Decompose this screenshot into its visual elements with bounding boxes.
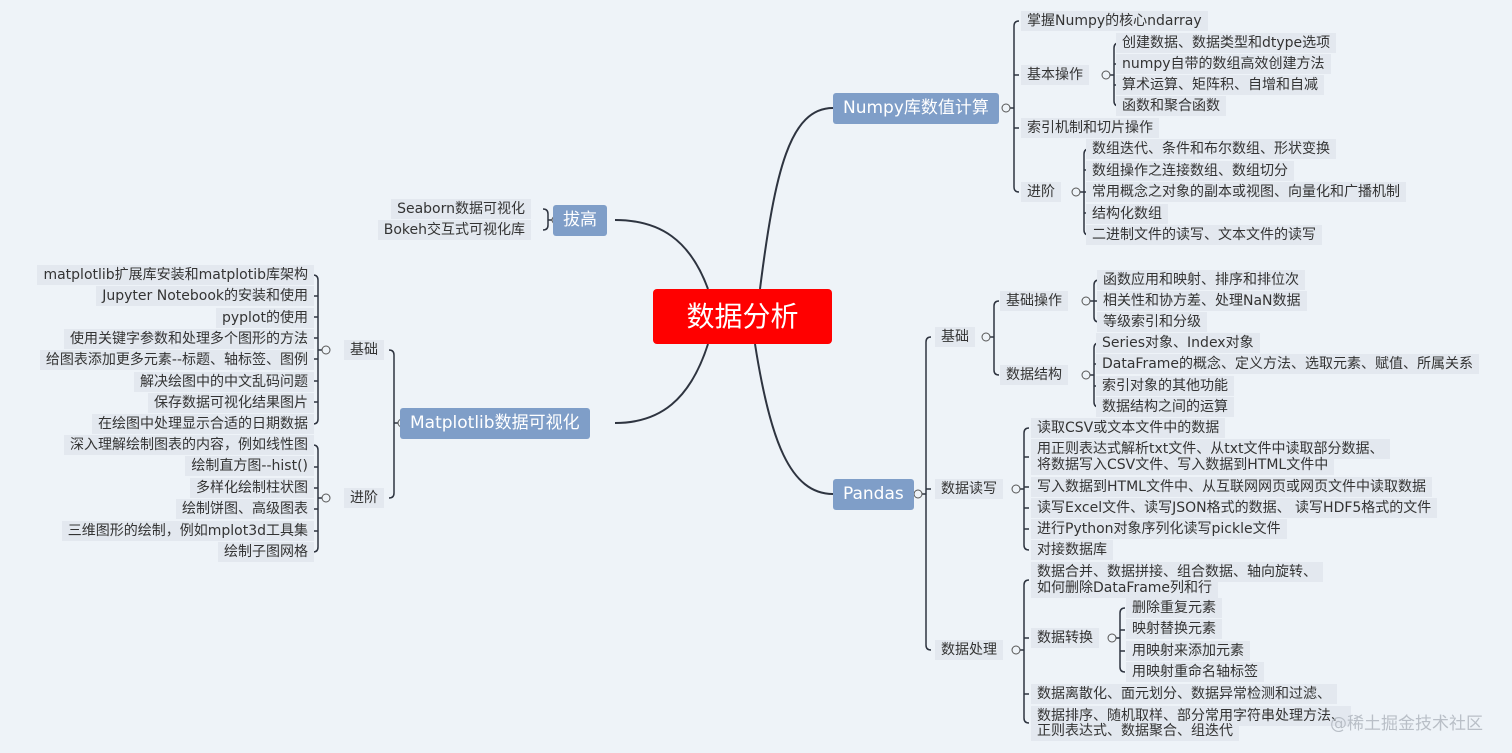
collapse-toggle-icon[interactable] bbox=[1101, 70, 1111, 80]
leaf-item[interactable]: 对接数据库 bbox=[1031, 540, 1113, 560]
node-ndarray-core[interactable]: 掌握Numpy的核心ndarray bbox=[1021, 11, 1208, 31]
branch-matplotlib[interactable]: Matplotlib数据可视化 bbox=[400, 408, 590, 439]
bracket bbox=[1119, 607, 1126, 673]
leaf-item[interactable]: 深入理解绘制图表的内容，例如线性图 bbox=[64, 435, 314, 455]
bracket bbox=[925, 336, 932, 651]
node-pandas-processing[interactable]: 数据处理 bbox=[935, 640, 1003, 660]
node-mpl-advanced[interactable]: 进阶 bbox=[344, 488, 384, 508]
collapse-toggle-icon[interactable] bbox=[1011, 484, 1021, 494]
leaf-item[interactable]: 如何删除DataFrame列和行 bbox=[1031, 578, 1219, 598]
leaf-item[interactable]: 读写Excel文件、读写JSON格式的数据、 读写HDF5格式的文件 bbox=[1031, 498, 1438, 518]
leaf-item[interactable]: 函数和聚合函数 bbox=[1116, 96, 1226, 116]
leaf-item[interactable]: matplotlib扩展库安装和matplotib库架构 bbox=[37, 265, 314, 285]
collapse-toggle-icon[interactable] bbox=[1081, 296, 1091, 306]
leaf-item[interactable]: 二进制文件的读写、文本文件的读写 bbox=[1086, 225, 1322, 245]
curve-to-numpy bbox=[759, 107, 834, 290]
node-pandas-basic-ops[interactable]: 基础操作 bbox=[1000, 291, 1068, 311]
branch-pandas[interactable]: Pandas bbox=[833, 479, 914, 510]
branch-numpy[interactable]: Numpy库数值计算 bbox=[833, 93, 999, 124]
node-numpy-basic[interactable]: 基本操作 bbox=[1021, 65, 1089, 85]
leaf-item[interactable]: 函数应用和映射、排序和排位次 bbox=[1097, 270, 1305, 290]
leaf-item[interactable]: 数据结构之间的运算 bbox=[1096, 396, 1234, 417]
leaf-item[interactable]: pyplot的使用 bbox=[215, 307, 314, 328]
leaf-item[interactable]: 数据离散化、面元划分、数据异常检测和过滤、 bbox=[1031, 684, 1337, 704]
node-pandas-basics[interactable]: 基础 bbox=[935, 327, 975, 347]
curve-to-advanced-viz bbox=[614, 219, 709, 290]
leaf-item[interactable]: 写入数据到HTML文件中、从互联网网页或网页文件中读取数据 bbox=[1031, 477, 1432, 497]
leaf-item[interactable]: 数据合并、数据拼接、组合数据、轴向旋转、 bbox=[1031, 562, 1323, 582]
bracket bbox=[1023, 427, 1030, 551]
branch-advanced-viz[interactable]: 拔高 bbox=[553, 205, 607, 236]
leaf-item[interactable]: 将数据写入CSV文件、写入数据到HTML文件中 bbox=[1031, 455, 1335, 475]
leaf-item[interactable]: 三维图形的绘制，例如mplot3d工具集 bbox=[61, 520, 314, 541]
leaf-item[interactable]: 常用概念之对象的副本或视图、向量化和广播机制 bbox=[1086, 182, 1406, 202]
collapse-toggle-icon[interactable] bbox=[1081, 370, 1091, 380]
collapse-toggle-icon[interactable] bbox=[1107, 633, 1117, 643]
leaf-item[interactable]: 创建数据、数据类型和dtype选项 bbox=[1116, 33, 1337, 53]
collapse-toggle-icon[interactable] bbox=[1001, 103, 1011, 113]
node-numpy-index[interactable]: 索引机制和切片操作 bbox=[1021, 118, 1159, 138]
collapse-toggle-icon[interactable] bbox=[913, 489, 923, 499]
leaf-item[interactable]: 索引对象的其他功能 bbox=[1096, 375, 1234, 396]
leaf-item[interactable]: 数组迭代、条件和布尔数组、形状变换 bbox=[1086, 139, 1336, 159]
leaf-item[interactable]: Jupyter Notebook的安装和使用 bbox=[96, 286, 314, 307]
leaf-item[interactable]: 读取CSV或文本文件中的数据 bbox=[1031, 418, 1226, 438]
leaf-item[interactable]: 算术运算、矩阵积、自增和自减 bbox=[1116, 75, 1324, 95]
leaf-item[interactable]: 进行Python对象序列化读写pickle文件 bbox=[1031, 519, 1287, 539]
leaf-item[interactable]: Series对象、Index对象 bbox=[1096, 333, 1260, 353]
leaf-item[interactable]: 多样化绘制柱状图 bbox=[190, 477, 314, 498]
collapse-toggle-icon[interactable] bbox=[1071, 187, 1081, 197]
collapse-toggle-icon[interactable] bbox=[321, 345, 331, 355]
leaf-item[interactable]: 相关性和协方差、处理NaN数据 bbox=[1097, 291, 1307, 311]
bracket bbox=[1023, 579, 1030, 724]
node-pandas-transform[interactable]: 数据转换 bbox=[1031, 628, 1099, 648]
bracket bbox=[1013, 20, 1020, 193]
leaf-item[interactable]: 用映射重命名轴标签 bbox=[1126, 661, 1264, 682]
leaf-item[interactable]: 保存数据可视化结果图片 bbox=[148, 392, 314, 413]
leaf-item[interactable]: 使用关键字参数和处理多个图形的方法 bbox=[64, 328, 314, 349]
node-numpy-advanced[interactable]: 进阶 bbox=[1021, 182, 1061, 202]
leaf-item[interactable]: 映射替换元素 bbox=[1126, 619, 1222, 640]
curve-to-pandas bbox=[754, 343, 834, 495]
leaf-item[interactable]: Bokeh交互式可视化库 bbox=[377, 220, 531, 240]
bracket bbox=[388, 349, 395, 499]
leaf-item[interactable]: 在绘图中处理显示合适的日期数据 bbox=[92, 414, 314, 435]
watermark: @稀土掘金技术社区 bbox=[1330, 714, 1483, 734]
node-mpl-basics[interactable]: 基础 bbox=[344, 340, 384, 360]
leaf-item[interactable]: DataFrame的概念、定义方法、选取元素、赋值、所属关系 bbox=[1096, 354, 1480, 375]
node-pandas-structures[interactable]: 数据结构 bbox=[1000, 365, 1068, 385]
leaf-item[interactable]: 绘制饼图、高级图表 bbox=[176, 499, 314, 520]
curve-to-matplotlib bbox=[614, 343, 709, 424]
bracket bbox=[993, 300, 1000, 376]
leaf-item[interactable]: 正则表达式、数据聚合、组迭代 bbox=[1031, 721, 1239, 741]
collapse-toggle-icon[interactable] bbox=[1011, 645, 1021, 655]
bracket bbox=[542, 208, 549, 231]
leaf-item[interactable]: 绘制直方图--hist() bbox=[185, 456, 314, 477]
leaf-item[interactable]: 用映射来添加元素 bbox=[1126, 640, 1250, 661]
leaf-item[interactable]: 用正则表达式解析txt文件、从txt文件中读取部分数据、 bbox=[1031, 439, 1390, 459]
leaf-item[interactable]: 绘制子图网格 bbox=[218, 542, 314, 562]
collapse-toggle-icon[interactable] bbox=[321, 493, 331, 503]
leaf-item[interactable]: Seaborn数据可视化 bbox=[391, 199, 531, 219]
leaf-item[interactable]: 给图表添加更多元素--标题、轴标签、图例 bbox=[39, 350, 314, 371]
node-pandas-io[interactable]: 数据读写 bbox=[935, 479, 1003, 499]
leaf-item[interactable]: 等级索引和分级 bbox=[1097, 312, 1207, 332]
leaf-item[interactable]: 解决绘图中的中文乱码问题 bbox=[134, 371, 314, 392]
collapse-toggle-icon[interactable] bbox=[981, 332, 991, 342]
leaf-item[interactable]: 删除重复元素 bbox=[1126, 598, 1222, 618]
leaf-item[interactable]: 数组操作之连接数组、数组切分 bbox=[1086, 160, 1294, 181]
center-node[interactable]: 数据分析 bbox=[653, 289, 832, 344]
leaf-item[interactable]: 结构化数组 bbox=[1086, 203, 1168, 224]
leaf-item[interactable]: numpy自带的数组高效创建方法 bbox=[1116, 54, 1331, 74]
